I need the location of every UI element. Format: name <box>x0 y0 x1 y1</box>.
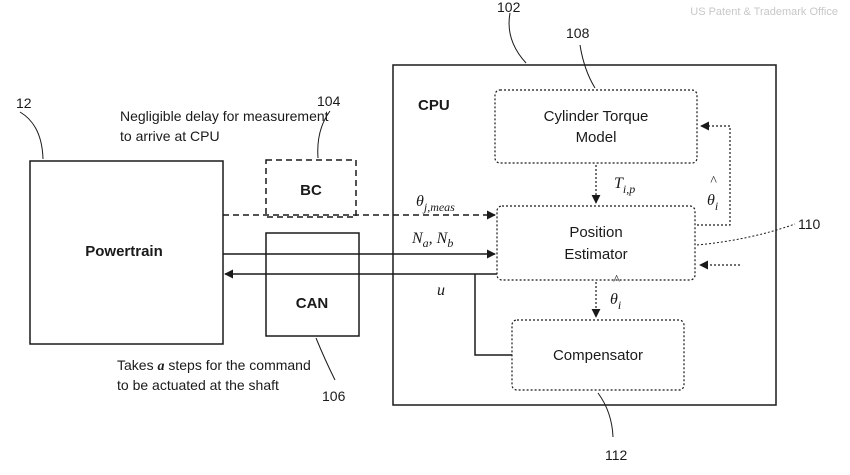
position-estimator-box <box>496 205 696 281</box>
compensator-ref-leader <box>597 392 614 438</box>
can-ref-leader <box>315 337 336 381</box>
bc-box <box>265 159 357 218</box>
cpu-ref-leader <box>508 12 527 64</box>
bc-ref-number: 104 <box>317 93 341 109</box>
command-note-line2: to be actuated at the shaft <box>117 377 279 393</box>
cpu-label: CPU <box>418 97 450 114</box>
feedback-loop-arrow <box>697 121 731 226</box>
measurement-note-line1: Negligible delay for measurement <box>120 108 329 124</box>
estimator-label-line2: Estimator <box>564 246 627 263</box>
theta-hat-fb-label: θi <box>707 192 718 213</box>
powertrain-box <box>29 160 224 345</box>
torque-ref-number: 108 <box>566 25 590 41</box>
tip-label: Ti,p <box>614 175 635 196</box>
powertrain-ref-leader <box>19 111 44 160</box>
estimator-label-line1: Position <box>569 224 622 241</box>
torque-ref-leader <box>579 44 596 89</box>
measurement-note-line2: to arrive at CPU <box>120 128 220 144</box>
cylinder-torque-model-box <box>494 89 698 164</box>
compensator-label: Compensator <box>553 347 643 364</box>
powertrain-label: Powertrain <box>85 243 163 260</box>
powertrain-ref-number: 12 <box>16 95 32 111</box>
theta-hat-mid-hat: ^ <box>613 273 620 288</box>
can-box <box>265 232 360 337</box>
can-ref-number: 106 <box>322 388 346 404</box>
watermark-text: US Patent & Trademark Office <box>690 6 838 18</box>
torque-model-label-line2: Model <box>576 129 617 146</box>
compensator-connection-line <box>474 274 512 356</box>
theta-hat-fb-hat: ^ <box>710 174 717 189</box>
theta-hat-mid-label: θi <box>610 291 621 312</box>
na-nb-label: Na, Nb <box>411 230 453 250</box>
bc-ref-leader <box>317 110 331 159</box>
command-note-line1: Takes a steps for the command <box>117 357 311 374</box>
estimator-ref-leader <box>696 223 796 246</box>
can-label: CAN <box>296 295 329 312</box>
u-label: u <box>437 282 445 299</box>
compensator-ref-number: 112 <box>605 447 628 463</box>
torque-model-label-line1: Cylinder Torque <box>544 108 649 125</box>
theta-meas-label: θj,meas <box>416 193 455 214</box>
cpu-ref-number: 102 <box>497 0 521 15</box>
estimator-ref-number: 110 <box>798 216 821 232</box>
bc-label: BC <box>300 182 322 199</box>
